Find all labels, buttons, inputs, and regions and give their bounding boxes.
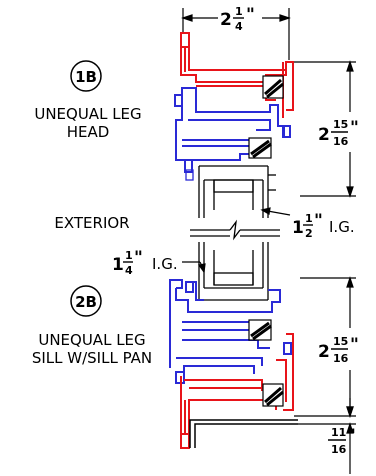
ig-right-whole: 1 <box>292 218 304 238</box>
ig-right-unit: " <box>314 211 323 231</box>
overall-width-denominator: 4 <box>235 20 243 33</box>
sill-height-dimension <box>294 276 356 418</box>
sill-pan-dim-unit: " <box>347 426 356 446</box>
overall-width-whole: 2 <box>220 10 232 30</box>
head-glazing-gasket <box>262 75 284 99</box>
exterior-label: EXTERIOR <box>54 214 129 232</box>
head-dim-unit: " <box>350 118 359 138</box>
ig-right-numerator: 1 <box>305 212 313 225</box>
head-dim-numerator: 15 <box>333 118 348 131</box>
upper-glass-unit <box>185 165 276 218</box>
sill-dim-unit: " <box>350 335 359 355</box>
ig-left-suffix: I.G. <box>152 255 178 273</box>
head-label-line1: UNEQUAL LEG <box>34 105 141 123</box>
ig-left-unit: " <box>134 248 143 268</box>
sill-dim-numerator: 15 <box>333 335 348 348</box>
sill-label-line2: SILL W/SILL PAN <box>32 349 152 367</box>
sill-pan <box>189 419 298 448</box>
ig-left-whole: 1 <box>112 255 124 275</box>
head-dim-whole: 2 <box>318 125 330 145</box>
head-dim-denominator: 16 <box>333 135 349 148</box>
ig-left-denominator: 4 <box>125 264 133 277</box>
head-tag: 1B <box>75 68 97 86</box>
sill-label-line1: UNEQUAL LEG <box>38 331 145 349</box>
sill-dim-whole: 2 <box>318 342 330 362</box>
sill-pan-dim-denominator: 16 <box>331 443 347 456</box>
head-label-line2: HEAD <box>67 123 110 141</box>
ig-left-numerator: 1 <box>125 249 133 262</box>
ig-right-suffix: I.G. <box>329 218 355 236</box>
ig-right-leader <box>260 207 291 216</box>
break-lines <box>190 219 280 241</box>
sill-pan-dimension <box>298 398 356 474</box>
sill-glazing-gasket <box>262 383 284 407</box>
ig-right-denominator: 2 <box>305 227 313 240</box>
sill-frame-blue <box>169 279 292 384</box>
head-tag-circle <box>70 60 102 92</box>
sill-pan-dim-numerator: 11 <box>331 426 346 439</box>
ig-left-leader <box>182 261 206 274</box>
sill-tag: 2B <box>75 293 97 311</box>
head-frame-red <box>180 32 294 118</box>
lower-glass-unit <box>198 242 269 301</box>
sill-sash-gasket <box>248 319 272 341</box>
overall-width-unit: " <box>246 5 255 25</box>
overall-width-numerator: 1 <box>235 5 243 18</box>
overall-width-dimension <box>181 8 291 60</box>
head-sash-gasket <box>248 137 272 159</box>
sill-tag-circle <box>70 285 102 317</box>
head-height-dimension <box>294 60 356 198</box>
sill-dim-denominator: 16 <box>333 352 349 365</box>
